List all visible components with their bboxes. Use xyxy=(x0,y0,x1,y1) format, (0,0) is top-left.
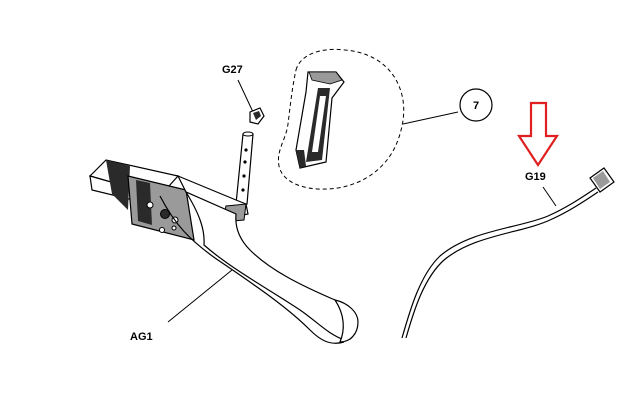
callout-7-circle xyxy=(459,88,493,122)
g27-leader xyxy=(237,79,254,113)
label-ag1: AG1 xyxy=(130,331,153,343)
ag1-leader xyxy=(167,269,233,323)
g19-leader xyxy=(542,186,557,207)
cable-g19 xyxy=(401,167,615,339)
adjuster-rod xyxy=(235,131,254,205)
label-g19: G19 xyxy=(525,171,546,183)
armrest-body xyxy=(88,159,359,344)
red-down-arrow-icon xyxy=(516,101,560,168)
label-g27: G27 xyxy=(222,64,243,76)
callout-7-number: 7 xyxy=(473,100,479,112)
handle-part-detail xyxy=(295,71,345,169)
callout-7-leader xyxy=(402,111,459,125)
detail-bubble-outline xyxy=(277,48,405,190)
